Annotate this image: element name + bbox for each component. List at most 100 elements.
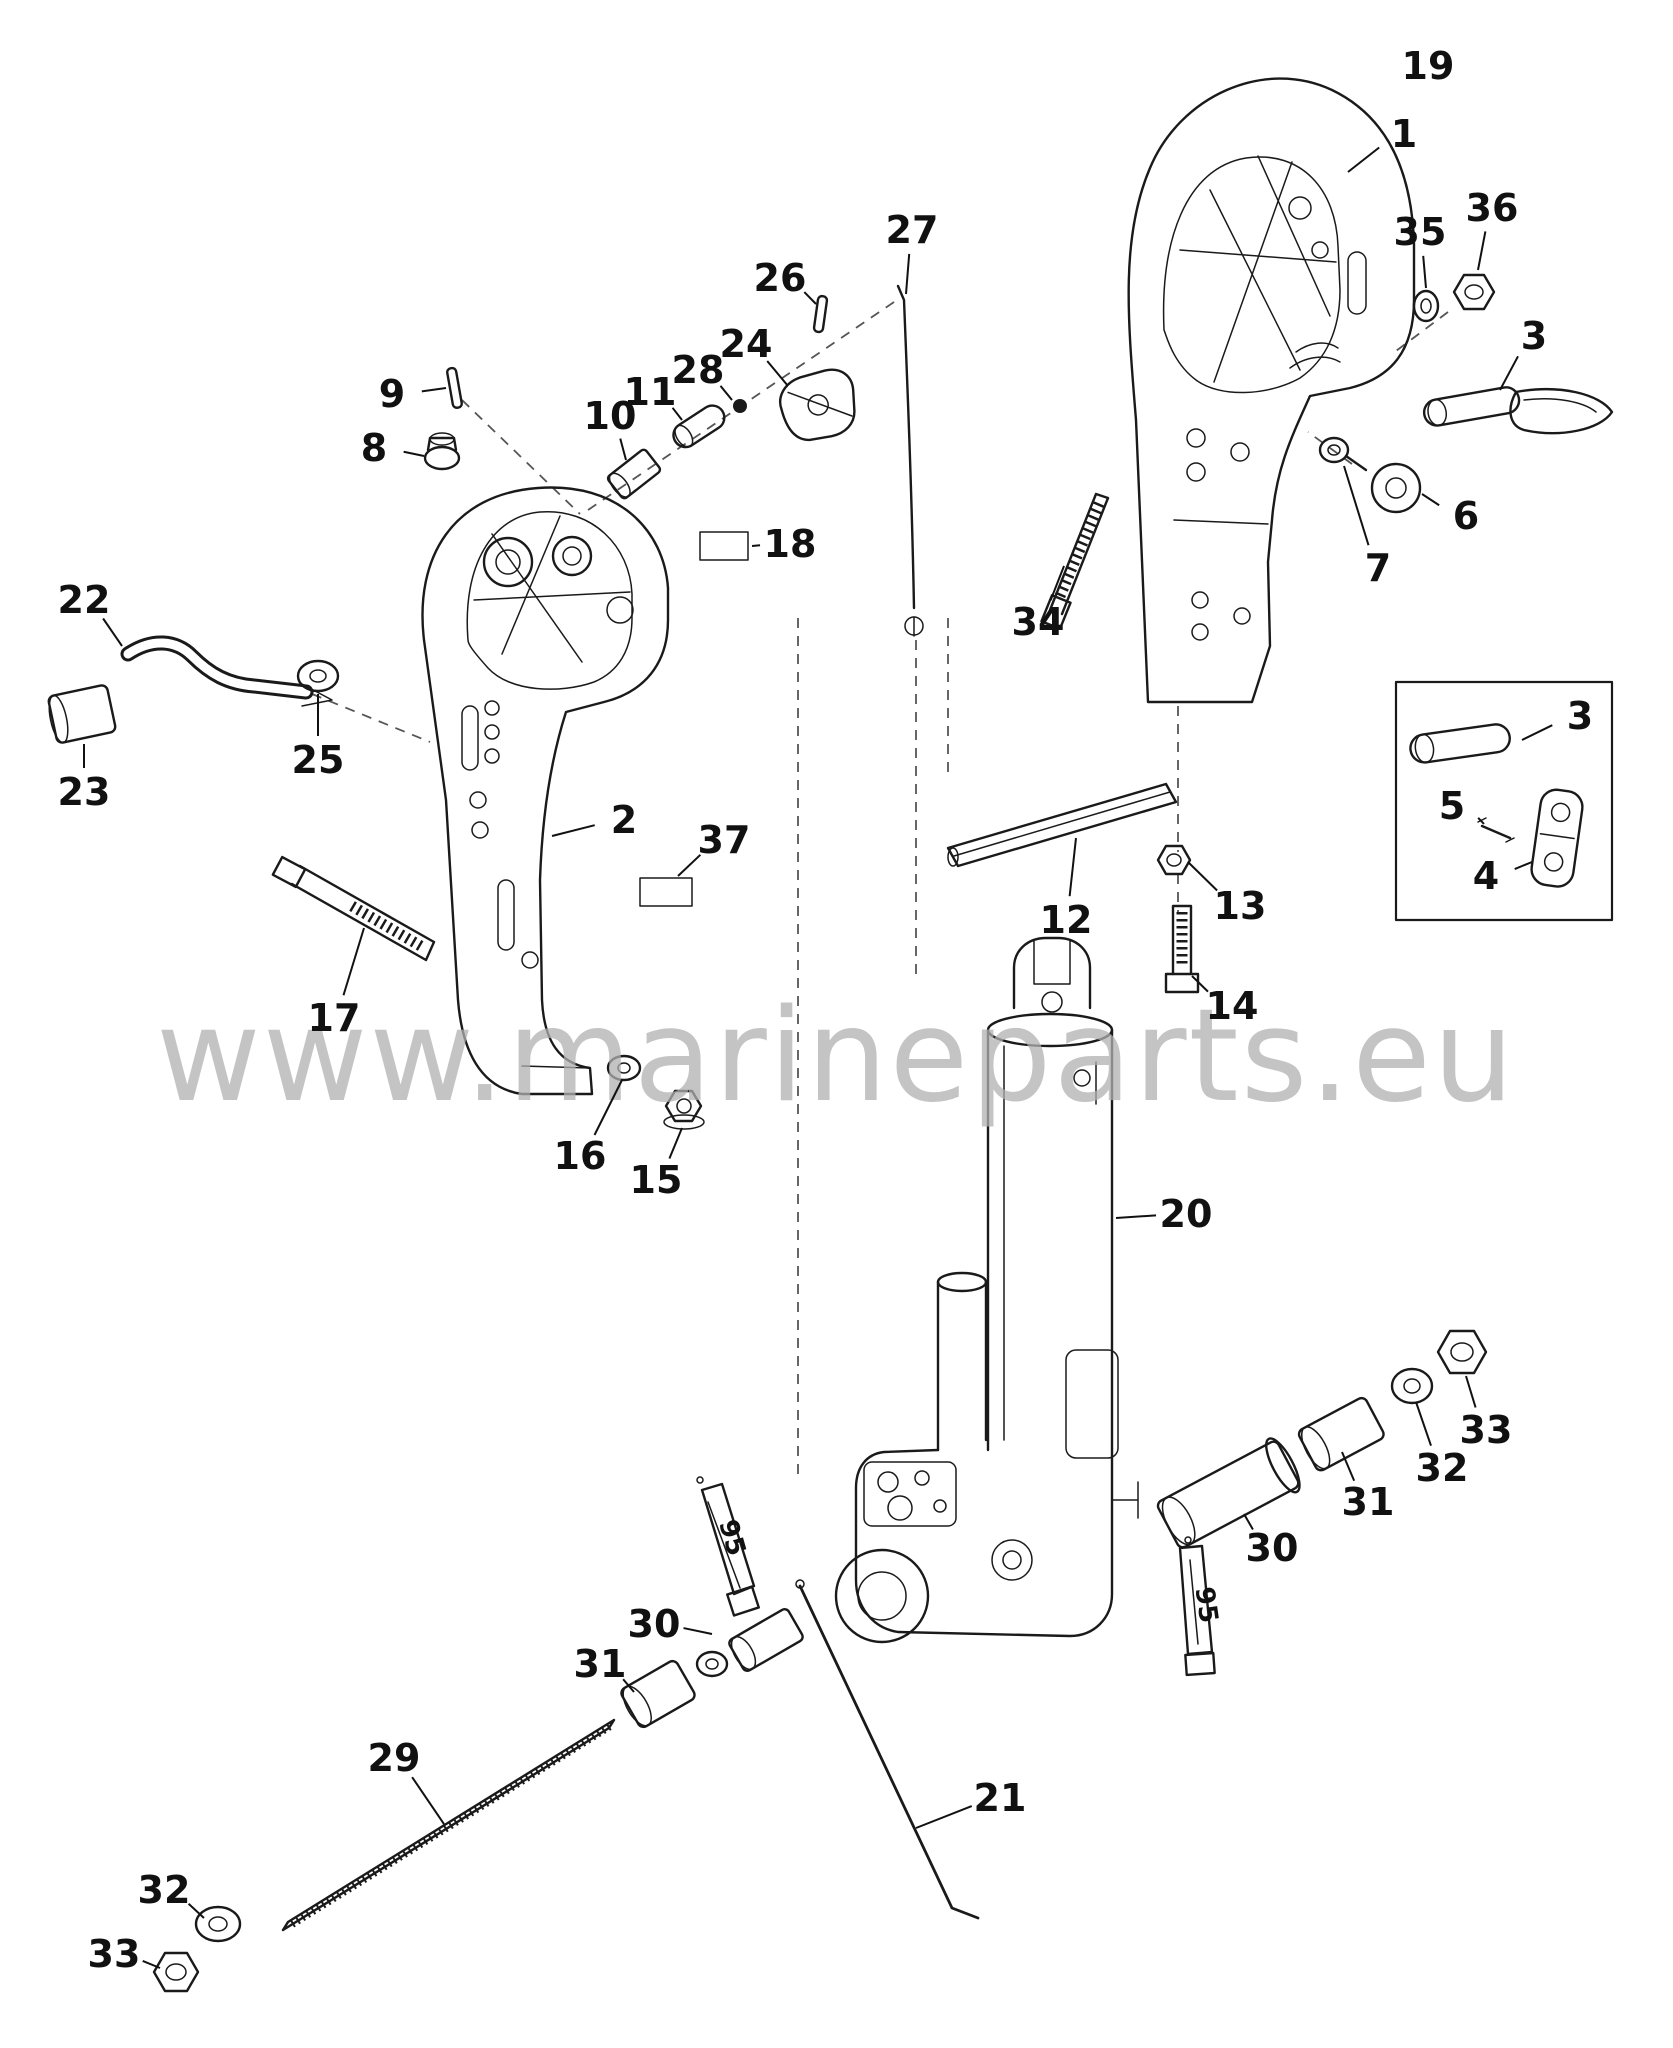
callout-leader-30-32	[1243, 1513, 1254, 1530]
nut-33-right	[1436, 1329, 1488, 1375]
callout-7-6: 7	[1365, 546, 1391, 590]
grease-tube-left	[696, 1476, 760, 1617]
lock-nut-15	[663, 1089, 705, 1130]
callout-leader-33-29	[1465, 1375, 1477, 1408]
latch-lever-4	[1530, 788, 1584, 888]
callout-25-18: 25	[292, 738, 345, 782]
transom-bracket-left	[421, 486, 670, 1096]
decal-37	[639, 877, 693, 907]
sleeve-23	[47, 684, 117, 744]
flat-bar-12	[946, 782, 1178, 868]
callout-31-34: 31	[574, 1642, 627, 1686]
washer-32-left	[194, 1905, 242, 1943]
callout-leader-16-26	[593, 1079, 623, 1136]
callout-leader-28-11	[719, 385, 733, 401]
callout-17-24: 17	[308, 996, 361, 1040]
callout-24-10: 24	[720, 322, 773, 366]
callout-33-29: 33	[1460, 1408, 1513, 1452]
nut-33-left	[152, 1951, 200, 1993]
callout-26-9: 26	[754, 256, 807, 300]
callout-33-38: 33	[88, 1932, 141, 1976]
callout-3-4: 3	[1521, 314, 1547, 358]
callout-30-33: 30	[628, 1602, 681, 1646]
grease-tube-right	[1178, 1536, 1216, 1677]
callout-leader-20-28	[1115, 1214, 1157, 1219]
inset-box	[1394, 680, 1614, 922]
callout-leader-6-5	[1421, 493, 1440, 507]
callout-leader-4-41	[1514, 861, 1533, 870]
callout-10-13: 10	[584, 394, 637, 438]
grommet-6	[1370, 462, 1422, 514]
bushing-30-left	[728, 1608, 804, 1672]
decal-18	[699, 531, 749, 561]
callout-leader-32-30	[1415, 1401, 1432, 1446]
nut-13	[1156, 844, 1192, 876]
callout-leader-13-23	[1187, 861, 1218, 892]
callout-leader-37-21	[677, 854, 702, 877]
callout-leader-30-33	[683, 1627, 713, 1635]
callout-28-11: 28	[672, 348, 725, 392]
callout-9-14: 9	[379, 372, 405, 416]
washer-16	[606, 1054, 642, 1082]
grease-tube-label-1: 95	[1189, 1585, 1224, 1625]
callout-leader-1-1	[1347, 146, 1380, 173]
callout-12-22: 12	[1040, 898, 1093, 942]
roll-pin-5	[1477, 817, 1515, 843]
callout-19-0: 19	[1402, 44, 1455, 88]
callout-27-8: 27	[886, 208, 939, 252]
callout-35-3: 35	[1394, 210, 1447, 254]
callout-5-40: 5	[1439, 784, 1465, 828]
callout-leader-3-4	[1499, 355, 1519, 391]
callout-1-1: 1	[1391, 112, 1417, 156]
callout-34-7: 34	[1012, 600, 1065, 644]
callout-leader-26-9	[803, 291, 817, 305]
sleeve-31-right	[1297, 1396, 1385, 1472]
bushing-30-right	[1156, 1437, 1301, 1549]
sleeve-31-left	[620, 1659, 696, 1729]
callout-15-27: 15	[630, 1158, 683, 1202]
watermark: www.marineparts.eu	[156, 982, 1516, 1131]
link-rod-27	[896, 284, 924, 637]
callout-leader-5-40	[1477, 817, 1485, 825]
callout-leader-22-17	[102, 617, 123, 647]
grease-tube-label-0: 95	[712, 1516, 751, 1559]
callout-4-41: 4	[1473, 854, 1499, 898]
callout-leader-31-31	[1341, 1451, 1356, 1482]
callout-36-2: 36	[1466, 186, 1519, 230]
callout-leader-3-39	[1521, 724, 1553, 741]
bolt-17	[271, 855, 436, 962]
pin-11	[672, 404, 726, 449]
nut-36	[1452, 273, 1496, 311]
callout-32-30: 32	[1416, 1446, 1469, 1490]
callout-leader-35-3	[1422, 255, 1427, 289]
callout-leader-31-34	[622, 1678, 635, 1693]
callout-leader-17-24	[342, 927, 365, 996]
ball-28	[733, 399, 747, 413]
assembly-centerlines	[311, 297, 1449, 1478]
callout-21-36: 21	[974, 1776, 1027, 1820]
callout-leader-33-38	[142, 1960, 161, 1969]
callout-leader-29-35	[411, 1776, 445, 1825]
callout-leader-8-15	[403, 450, 425, 457]
anchor-bracket-24	[779, 368, 856, 442]
callout-14-25: 14	[1206, 984, 1259, 1028]
callout-29-35: 29	[368, 1736, 421, 1780]
callout-leader-2-20	[551, 824, 595, 837]
callout-30-32: 30	[1246, 1526, 1299, 1570]
tilt-pin-3	[1422, 386, 1614, 435]
washer-32-right	[1390, 1367, 1434, 1405]
callout-18-16: 18	[764, 522, 817, 566]
callout-leader-24-10	[766, 360, 789, 387]
callout-16-26: 16	[554, 1134, 607, 1178]
trim-cylinder-assembly	[834, 936, 1139, 1644]
callout-37-21: 37	[698, 818, 751, 862]
tilt-lever-22	[120, 635, 333, 707]
callout-23-19: 23	[58, 770, 111, 814]
callout-31-31: 31	[1342, 1480, 1395, 1524]
washer-mid-left	[695, 1650, 729, 1678]
callout-leader-14-25	[1191, 975, 1209, 993]
callout-leader-27-8	[905, 253, 911, 295]
